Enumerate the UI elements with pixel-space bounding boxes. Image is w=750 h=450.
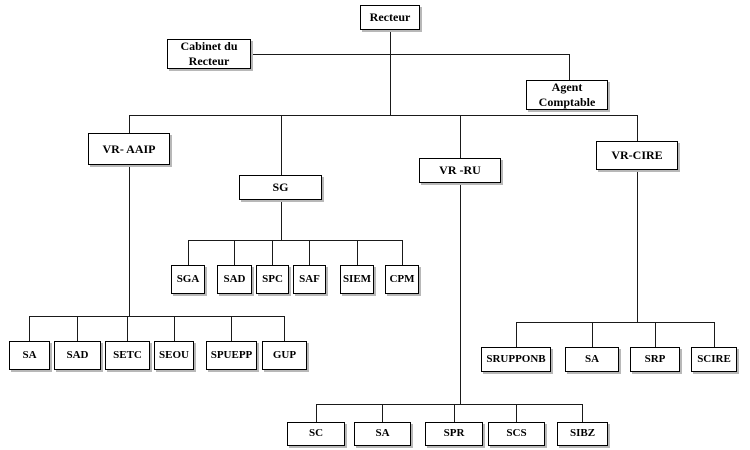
edge-drop-scs bbox=[516, 404, 517, 422]
edge-sg-down bbox=[281, 200, 282, 240]
edge-main-bus bbox=[129, 115, 638, 116]
edge-sg-bus bbox=[188, 240, 402, 241]
node-srupponb: SRUPPONB bbox=[481, 347, 551, 372]
edge-drop-cpm bbox=[402, 240, 403, 265]
node-sc: SC bbox=[287, 422, 345, 446]
edge-drop-sc bbox=[316, 404, 317, 422]
edge-drop-spc bbox=[272, 240, 273, 265]
edge-drop-sa-aaip bbox=[29, 316, 30, 341]
edge-drop-sa-cire bbox=[592, 322, 593, 347]
edge-drop-sad-sg bbox=[234, 240, 235, 265]
edge-drop-srupponb bbox=[516, 322, 517, 347]
edge-vr-aaip-down bbox=[129, 165, 130, 316]
edge-drop-sa-ru bbox=[382, 404, 383, 422]
edge-drop-sad-aaip bbox=[77, 316, 78, 341]
edge-cabinet-to-agent bbox=[251, 54, 569, 55]
edge-drop-scire bbox=[714, 322, 715, 347]
node-saf: SAF bbox=[293, 265, 326, 294]
edge-vr-ru-down bbox=[460, 183, 461, 404]
edge-drop-setc bbox=[127, 316, 128, 341]
node-spr: SPR bbox=[425, 422, 483, 446]
node-setc: SETC bbox=[105, 341, 150, 370]
node-gup: GUP bbox=[262, 341, 307, 370]
edge-recteur-to-bus bbox=[390, 30, 391, 115]
node-spuepp: SPUEPP bbox=[206, 341, 257, 370]
node-cabinet-du-recteur: Cabinet du Recteur bbox=[167, 39, 251, 69]
node-sga: SGA bbox=[171, 265, 205, 294]
edge-drop-seou bbox=[174, 316, 175, 341]
edge-vr-cire-down bbox=[637, 170, 638, 322]
node-vr-aaip: VR- AAIP bbox=[88, 133, 170, 165]
edge-ru-bus bbox=[316, 404, 582, 405]
node-agent-comptable: Agent Comptable bbox=[526, 80, 608, 110]
edge-agent-drop bbox=[569, 54, 570, 80]
edge-drop-gup bbox=[284, 316, 285, 341]
edge-bus-to-vr-aaip bbox=[129, 115, 130, 133]
node-spc: SPC bbox=[256, 265, 289, 294]
node-sad-sg: SAD bbox=[217, 265, 252, 294]
edge-bus-to-vr-cire bbox=[637, 115, 638, 141]
node-vr-cire: VR-CIRE bbox=[596, 141, 678, 170]
node-recteur: Recteur bbox=[360, 5, 420, 30]
node-sg: SG bbox=[239, 175, 322, 200]
edge-bus-to-vr-ru bbox=[460, 115, 461, 158]
edge-drop-spuepp bbox=[231, 316, 232, 341]
node-scire: SCIRE bbox=[691, 347, 737, 372]
node-srp: SRP bbox=[630, 347, 680, 372]
edge-drop-siem bbox=[357, 240, 358, 265]
node-sa-aaip: SA bbox=[9, 341, 50, 370]
edge-drop-sga bbox=[188, 240, 189, 265]
node-sad-aaip: SAD bbox=[54, 341, 101, 370]
node-sibz: SIBZ bbox=[557, 422, 608, 446]
node-siem: SIEM bbox=[340, 265, 374, 294]
node-vr-ru: VR -RU bbox=[419, 158, 501, 183]
edge-cire-bus bbox=[516, 322, 714, 323]
edge-drop-sibz bbox=[582, 404, 583, 422]
edge-bus-to-sg bbox=[281, 115, 282, 175]
edge-drop-spr bbox=[454, 404, 455, 422]
edge-drop-saf bbox=[309, 240, 310, 265]
edge-drop-srp bbox=[655, 322, 656, 347]
node-cpm: CPM bbox=[385, 265, 419, 294]
node-sa-cire: SA bbox=[565, 347, 619, 372]
node-seou: SEOU bbox=[154, 341, 194, 370]
node-scs: SCS bbox=[488, 422, 545, 446]
node-sa-ru: SA bbox=[354, 422, 411, 446]
edge-aaip-bus bbox=[29, 316, 284, 317]
